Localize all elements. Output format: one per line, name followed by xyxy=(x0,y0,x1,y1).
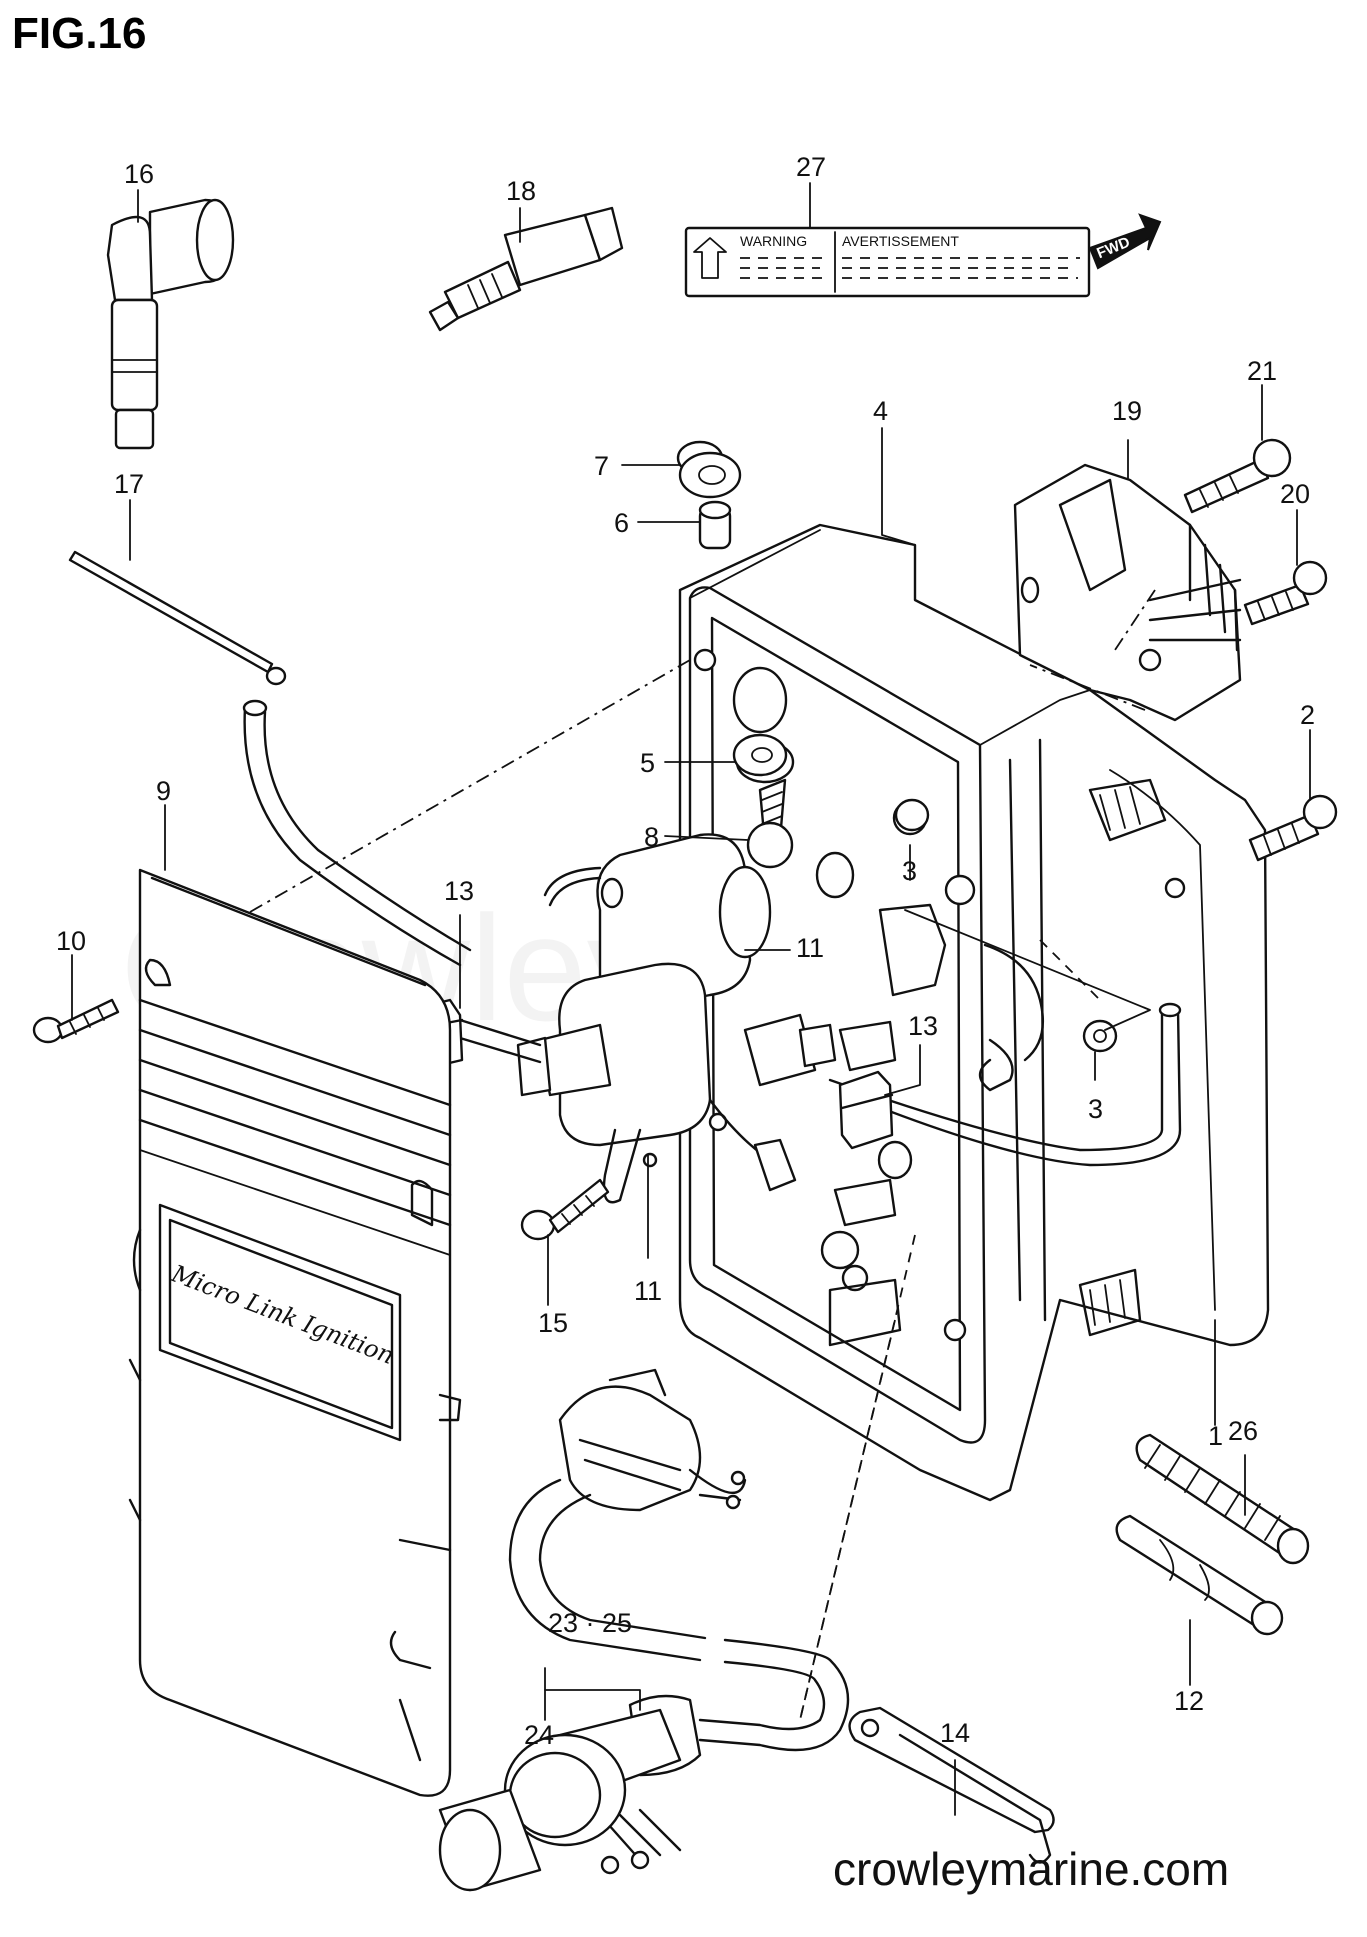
callout-16: 16 xyxy=(124,159,154,189)
part-20-bolt[interactable] xyxy=(1243,560,1328,626)
part-15-screw[interactable] xyxy=(520,1178,610,1241)
callout-4: 4 xyxy=(873,396,888,426)
part-19-regulator[interactable] xyxy=(1013,463,1242,722)
part-24-cap[interactable] xyxy=(438,1733,627,1892)
callout-23-25: 23 · 25 xyxy=(548,1608,632,1638)
part-27-warning-decal[interactable]: WARNING AVERTISSEMENT xyxy=(684,226,1091,298)
ref-line-regulator xyxy=(1114,589,1156,651)
ref-line-cover xyxy=(249,659,691,913)
callout-20: 20 xyxy=(1280,479,1310,509)
callout-7: 7 xyxy=(594,451,609,481)
leader-lines xyxy=(71,182,1311,1816)
callout-15: 15 xyxy=(538,1308,568,1338)
callout-11-lower: 11 xyxy=(634,1276,662,1306)
part-10-screw[interactable] xyxy=(32,998,120,1044)
callout-24: 24 xyxy=(524,1720,554,1750)
callout-11-upper: 11 xyxy=(796,933,824,963)
part-5-washer[interactable] xyxy=(732,733,788,777)
ref-line-nut xyxy=(1039,939,1101,1001)
callout-14: 14 xyxy=(940,1718,970,1748)
callout-17: 17 xyxy=(114,469,144,499)
part-14-bracket[interactable] xyxy=(848,1706,1055,1864)
callout-3-lower: 3 xyxy=(1088,1094,1103,1124)
hose-end xyxy=(242,699,268,717)
callout-19: 19 xyxy=(1112,396,1142,426)
part-18-sensor[interactable] xyxy=(428,206,624,332)
callout-27: 27 xyxy=(796,152,826,182)
callout-21: 21 xyxy=(1247,356,1277,386)
part-2-bolt[interactable] xyxy=(1248,794,1338,862)
callout-5: 5 xyxy=(640,748,655,778)
callout-12: 12 xyxy=(1174,1686,1204,1716)
callout-26: 26 xyxy=(1228,1416,1258,1446)
part-11-ignition-coil[interactable] xyxy=(516,833,837,1204)
callout-13-left: 13 xyxy=(444,876,474,906)
hv-lead-left xyxy=(458,1018,542,1064)
callout-8: 8 xyxy=(644,822,659,852)
part-13-clamp-right[interactable] xyxy=(838,1070,894,1150)
part-12-sleeve[interactable] xyxy=(1115,1514,1284,1636)
callout-2: 2 xyxy=(1300,700,1315,730)
decal-left-heading: WARNING xyxy=(740,233,807,249)
part-8-screw[interactable] xyxy=(746,778,794,869)
ref-line-harness xyxy=(799,1319,896,1721)
site-url[interactable]: crowleymarine.com xyxy=(833,1843,1229,1895)
callout-1: 1 xyxy=(1208,1421,1223,1451)
part-9-cover[interactable]: Micro Link Ignition xyxy=(128,868,462,1797)
ref-line-bolt xyxy=(1029,664,1146,711)
callout-18: 18 xyxy=(506,176,536,206)
part-3-nut-upper[interactable] xyxy=(894,798,930,832)
decal-right-heading: AVERTISSEMENT xyxy=(842,233,959,249)
callout-6: 6 xyxy=(614,508,629,538)
hose xyxy=(243,706,472,967)
figure-title: FIG.16 xyxy=(12,9,147,58)
part-21-bolt[interactable] xyxy=(1183,438,1292,514)
callout-9: 9 xyxy=(156,776,171,806)
part-6-grommet[interactable] xyxy=(698,500,732,550)
part-26-sleeve[interactable] xyxy=(1135,1433,1310,1565)
part-3-nut-lower[interactable] xyxy=(1082,1019,1118,1053)
callout-10: 10 xyxy=(56,926,86,956)
part-17-cable-tie[interactable] xyxy=(68,550,287,686)
fwd-arrow-icon: FWD xyxy=(1088,213,1162,270)
callout-3-upper: 3 xyxy=(902,856,917,886)
part-4-ignition-housing[interactable] xyxy=(678,523,1270,1502)
part-16-plug-cap[interactable] xyxy=(106,198,235,450)
callout-13-right: 13 xyxy=(908,1011,938,1041)
hv-lead-right xyxy=(828,1008,1182,1167)
part-7-grommet[interactable] xyxy=(676,440,742,499)
